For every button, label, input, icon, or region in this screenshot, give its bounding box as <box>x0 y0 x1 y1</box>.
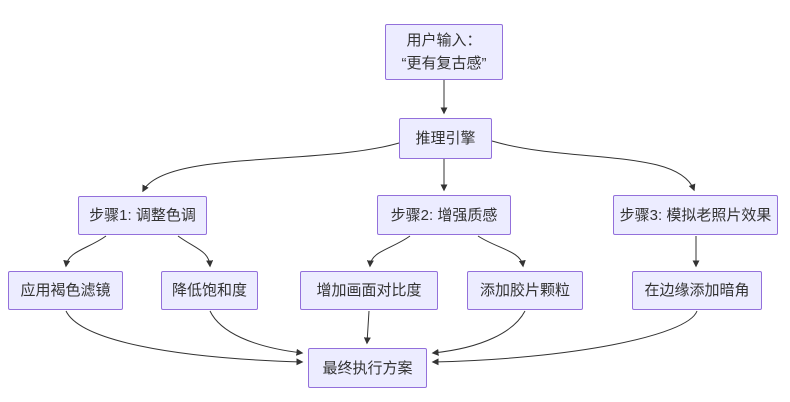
node-user-input: 用户输入： “更有复古感” <box>385 24 503 80</box>
node-step3: 步骤3: 模拟老照片效果 <box>613 195 778 235</box>
node-final-plan: 最终执行方案 <box>308 348 427 388</box>
node-step1: 步骤1: 调整色调 <box>78 196 207 235</box>
edge-vignette-to-final <box>431 310 698 366</box>
node-step2: 步骤2: 增强质感 <box>377 195 511 235</box>
edge-step2-to-contrast <box>366 235 411 268</box>
node-vignette: 在边缘添加暗角 <box>632 271 762 310</box>
node-user-input-line2: “更有复古感” <box>401 55 487 72</box>
node-engine-label: 推理引擎 <box>415 130 476 147</box>
node-user-input-line1: 用户输入： <box>406 32 482 49</box>
edge-step2-to-grain <box>477 235 526 268</box>
node-step1-label: 步骤1: 调整色调 <box>89 207 196 224</box>
edge-engine-to-step1 <box>142 142 400 193</box>
node-contrast-label: 增加画面对比度 <box>316 282 422 299</box>
edge-step1-to-saturation <box>177 235 214 268</box>
node-final-plan-label: 最终执行方案 <box>322 359 413 377</box>
edge-grain-to-final <box>431 310 526 356</box>
node-contrast: 增加画面对比度 <box>300 271 438 310</box>
node-step3-label: 步骤3: 模拟老照片效果 <box>619 206 772 224</box>
node-saturation: 降低饱和度 <box>161 271 258 310</box>
node-saturation-label: 降低饱和度 <box>171 282 247 299</box>
edge-contrast-to-final <box>363 310 371 345</box>
edge-sepia-to-final <box>65 310 304 366</box>
edge-step1-to-sepia <box>63 235 107 268</box>
node-vignette-label: 在边缘添加暗角 <box>644 282 750 299</box>
node-step2-label: 步骤2: 增强质感 <box>390 206 498 224</box>
node-film-grain: 添加胶片颗粒 <box>467 271 583 310</box>
node-film-grain-label: 添加胶片颗粒 <box>479 282 570 299</box>
node-sepia-filter: 应用褐色滤镜 <box>8 271 123 310</box>
node-sepia-filter-label: 应用褐色滤镜 <box>20 282 111 299</box>
edge-engine-to-step3 <box>491 140 696 192</box>
edge-saturation-to-final <box>209 310 304 356</box>
node-engine: 推理引擎 <box>399 118 492 159</box>
